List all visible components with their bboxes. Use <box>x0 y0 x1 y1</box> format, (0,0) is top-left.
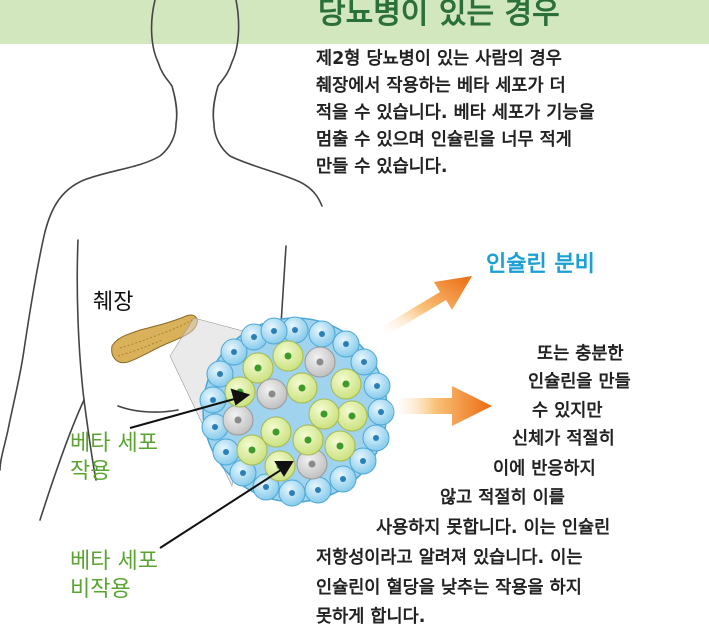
insulin-secretion-arrow-up <box>380 276 472 336</box>
insulin-secretion-arrow-right <box>388 386 492 426</box>
resistance-line: 이에 반응하지 <box>493 455 596 480</box>
pointer-inactive-arrow <box>160 462 292 548</box>
resistance-line: 인슐린을 만들 <box>528 368 631 393</box>
beta-cell-inactive-label: 베타 세포 비작용 <box>70 548 158 604</box>
resistance-line: 또는 충분한 <box>537 340 624 365</box>
resistance-line: 않고 적절히 이를 <box>440 484 565 509</box>
pancreas-label: 췌장 <box>93 284 133 316</box>
insulin-secretion-label: 인슐린 분비 <box>486 246 595 278</box>
beta-cell-active-label: 베타 세포 작용 <box>70 430 158 486</box>
resistance-line: 저항성이라고 알려져 있습니다. 이는 <box>316 544 582 569</box>
resistance-line: 인슐린이 혈당을 낮추는 작용을 하지 <box>316 574 582 599</box>
resistance-line: 사용하지 못합니다. 이는 인슐린 <box>376 514 610 539</box>
page-title: 당뇨병이 있는 경우 <box>318 0 560 32</box>
resistance-line: 수 있지만 <box>532 397 603 422</box>
resistance-line: 신체가 적절히 <box>512 425 615 450</box>
intro-paragraph: 제2형 당뇨병이 있는 사람의 경우 췌장에서 작용하는 베타 세포가 더 적을… <box>316 46 706 181</box>
resistance-line: 못하게 합니다. <box>316 603 425 628</box>
